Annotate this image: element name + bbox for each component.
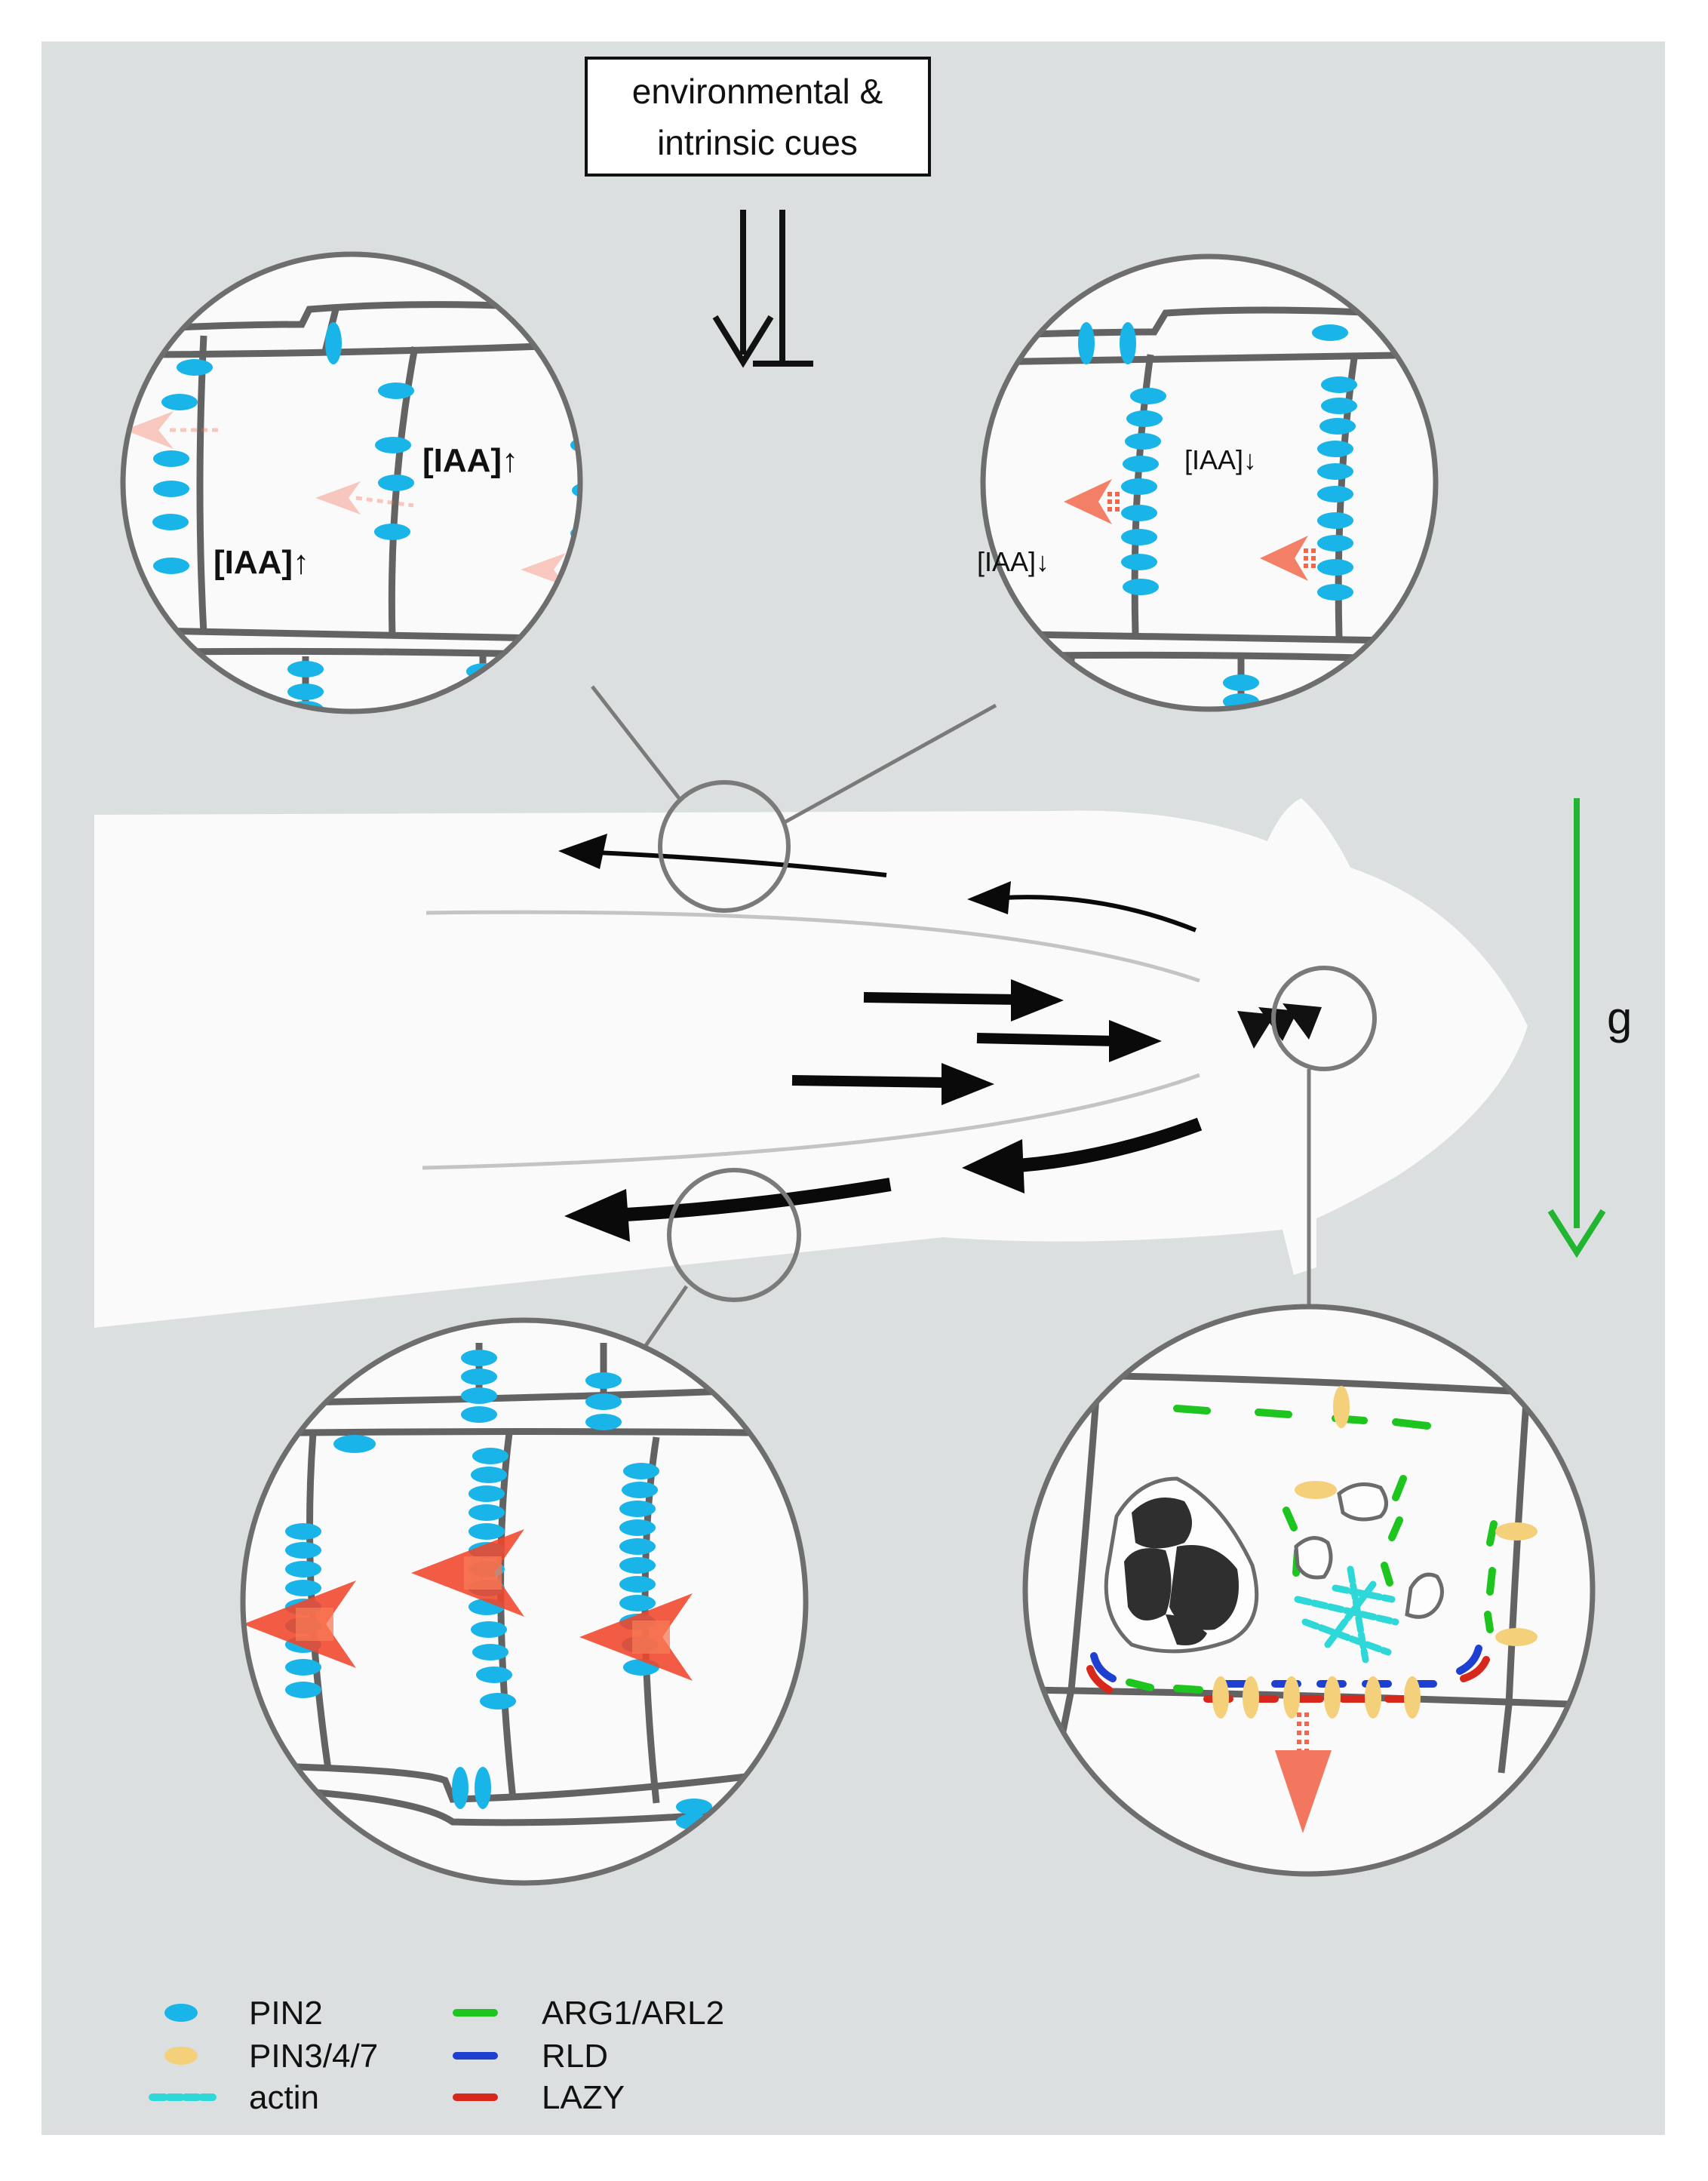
locator-upper-epidermis bbox=[658, 780, 791, 913]
locator-lower-epidermis bbox=[667, 1168, 801, 1302]
zoom-bottom-left bbox=[240, 1317, 809, 1886]
inhibit-bar bbox=[753, 210, 813, 367]
iaa-increase-label-upper: [IAA]↑ bbox=[422, 442, 518, 479]
shootward-flux-upper bbox=[558, 834, 1197, 932]
shootward-flux-lower bbox=[564, 1117, 1203, 1242]
legend-label-pin2: PIN2 bbox=[249, 1995, 323, 2032]
amyloplast-cluster bbox=[1104, 1476, 1259, 1654]
gravity-label: g bbox=[1607, 993, 1632, 1043]
zoom-bottom-right bbox=[1022, 1304, 1596, 1877]
legend-label-rld: RLD bbox=[542, 2038, 608, 2075]
iaa-increase-label-lower: [IAA]↑ bbox=[214, 544, 309, 581]
vacuoles bbox=[1294, 1482, 1444, 1619]
legend: PIN2 PIN3/4/7 actin ARG1/ARL2 RLD LAZY bbox=[149, 1995, 724, 2116]
cues-text-line2: intrinsic cues bbox=[657, 123, 858, 162]
auxin-efflux-down-arrow bbox=[1275, 1713, 1332, 1833]
iaa-decrease-label-lower: [IAA]↓ bbox=[977, 546, 1049, 577]
stele-line-upper bbox=[425, 910, 1200, 983]
tip-to-columella-flux bbox=[791, 979, 1162, 1105]
pin2-legend-icon bbox=[164, 2004, 198, 2022]
zoom-top-left bbox=[120, 251, 583, 714]
cues-text-line1: environmental & bbox=[632, 72, 883, 111]
zoom-connectors bbox=[591, 685, 1311, 1348]
legend-label-actin: actin bbox=[249, 2079, 319, 2116]
root-silhouette bbox=[94, 798, 1528, 1328]
cues-box bbox=[585, 57, 931, 177]
pin347-legend-icon bbox=[164, 2047, 198, 2065]
actin-filaments bbox=[1294, 1565, 1399, 1663]
gravity-arrow bbox=[1547, 798, 1606, 1258]
faint-auxin-arrows bbox=[124, 411, 580, 586]
zoom-top-right bbox=[980, 253, 1439, 712]
locator-columella bbox=[1271, 966, 1377, 1071]
stele-line-lower bbox=[422, 1073, 1200, 1170]
columella-statoliths bbox=[1237, 1003, 1322, 1049]
iaa-decrease-label-upper: [IAA]↓ bbox=[1184, 444, 1257, 475]
promote-arrow bbox=[712, 210, 774, 368]
legend-label-lazy: LAZY bbox=[542, 2079, 625, 2116]
legend-label-arg1: ARG1/ARL2 bbox=[542, 1995, 724, 2032]
legend-label-pin347: PIN3/4/7 bbox=[249, 2038, 378, 2075]
